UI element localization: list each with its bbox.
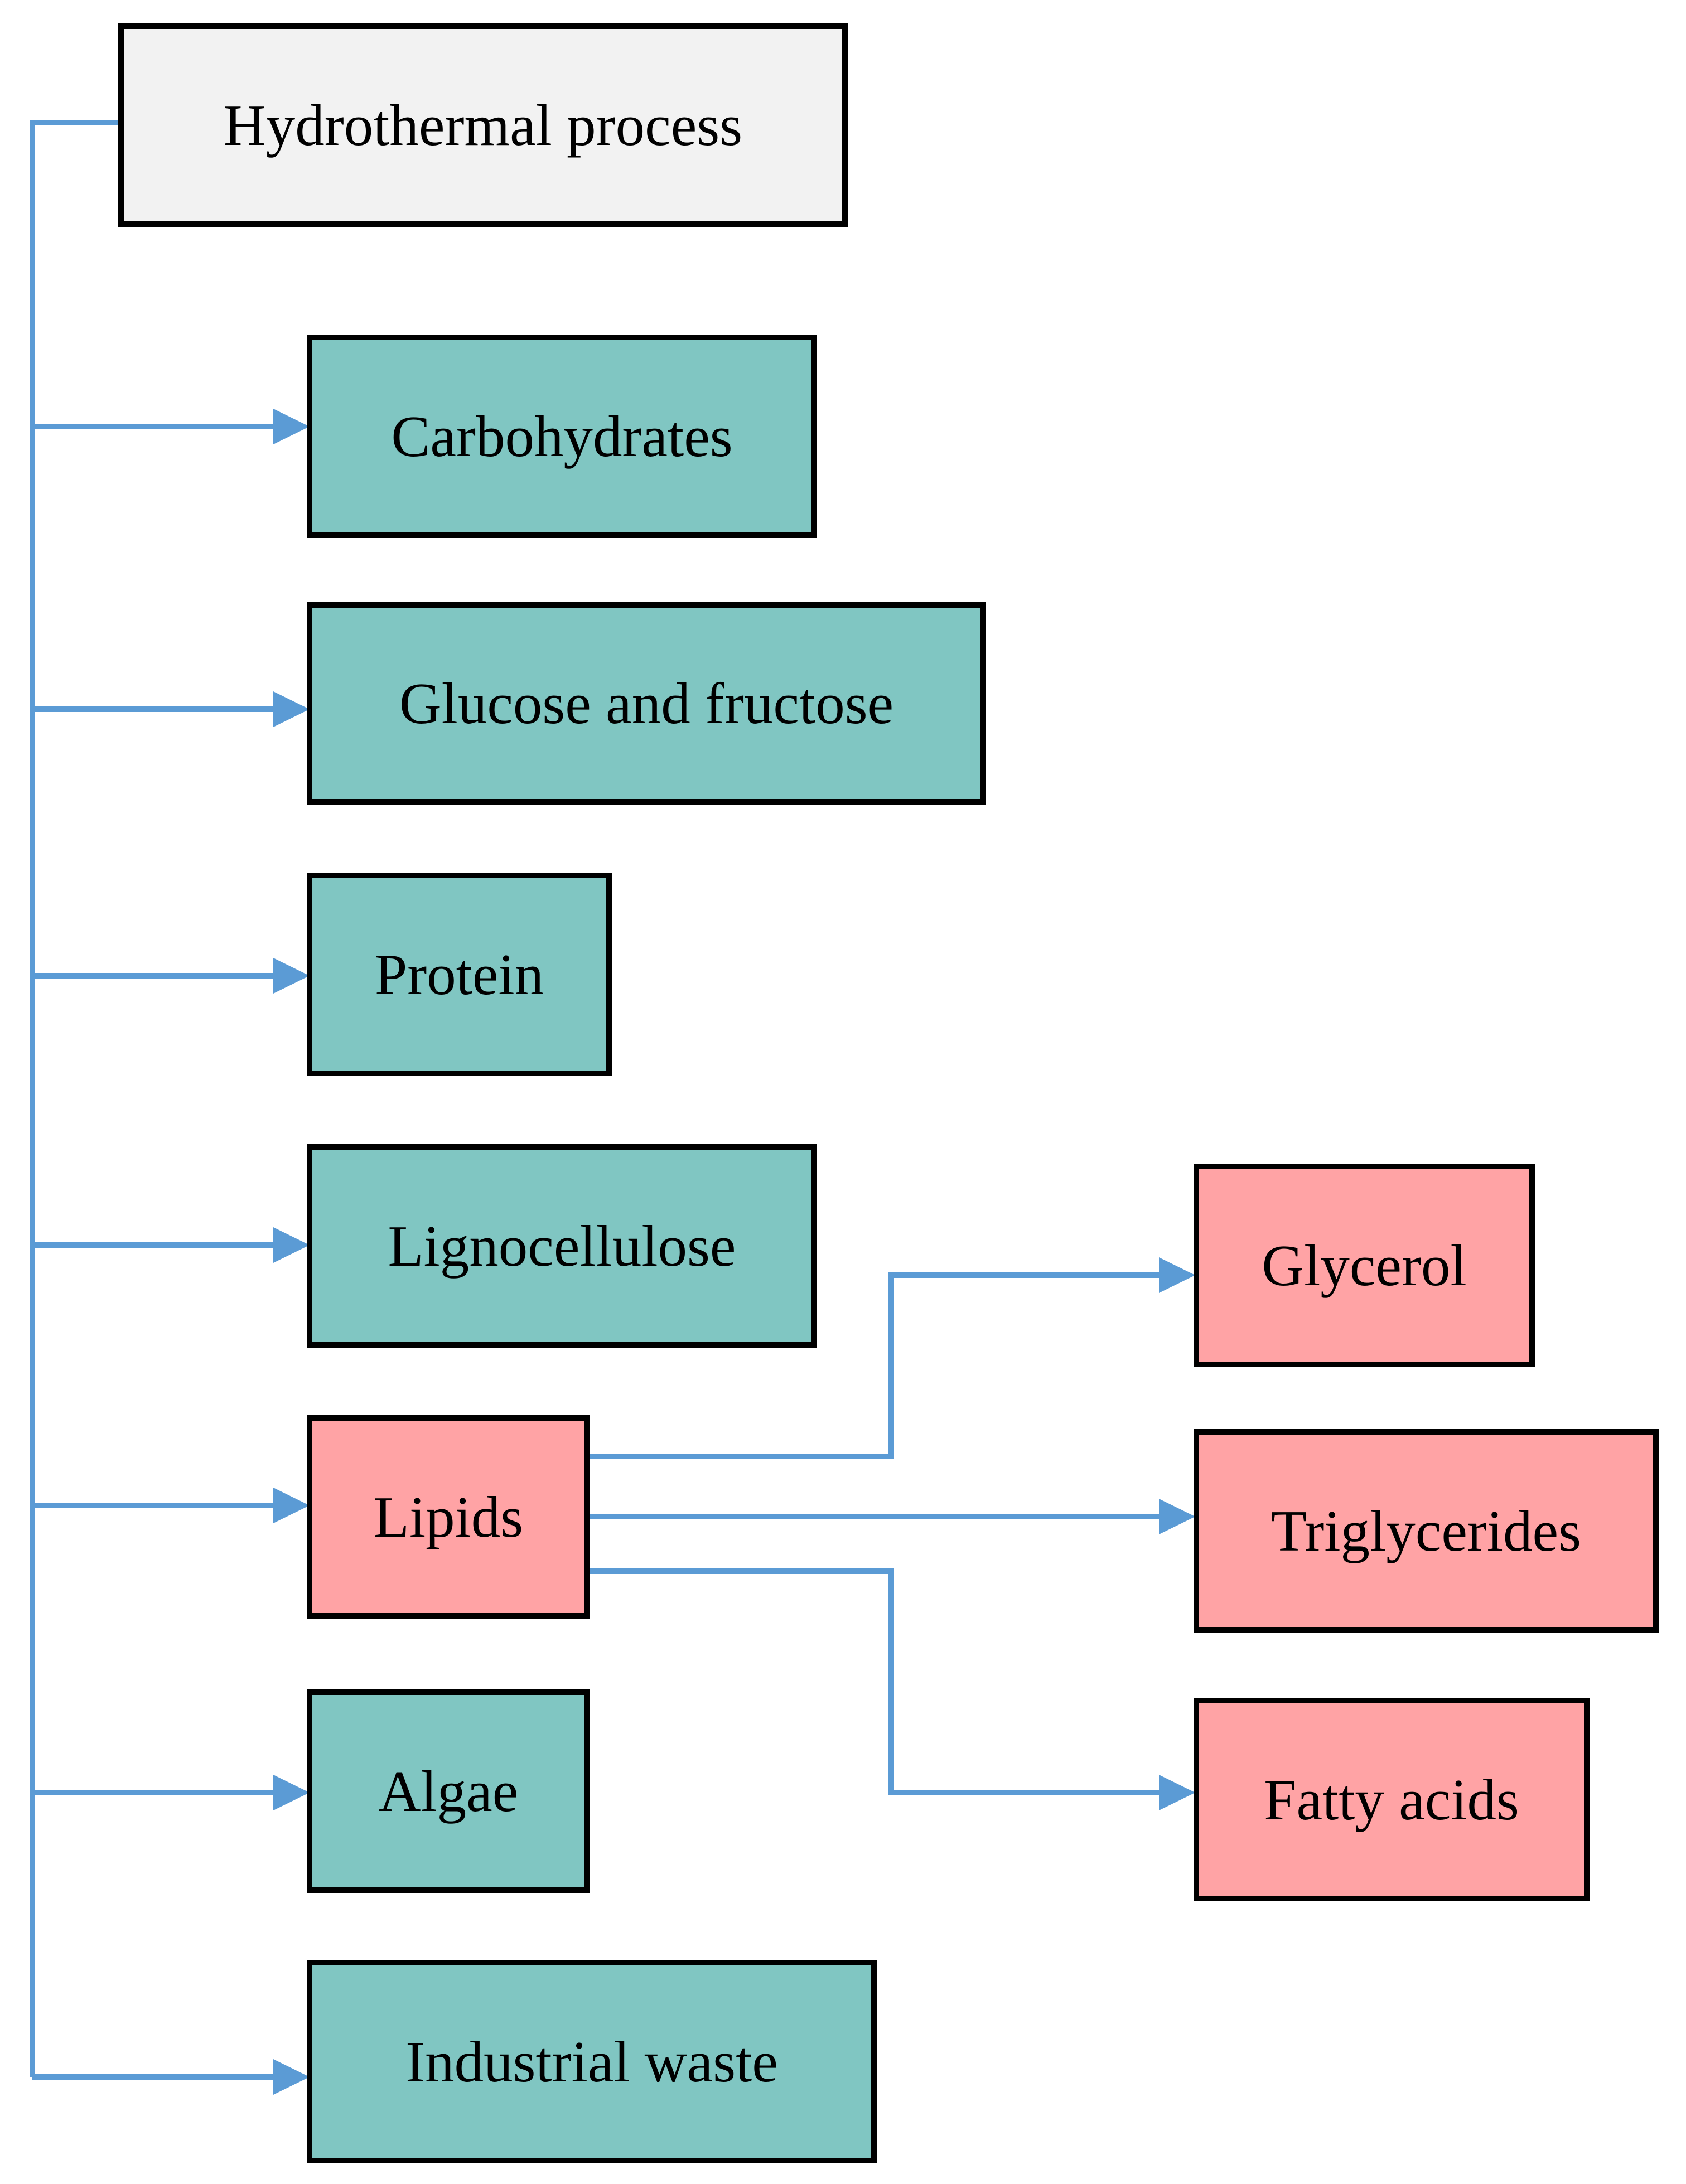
node-label: Lignocellulose bbox=[388, 1213, 736, 1279]
arrowhead-fatty-acids bbox=[1159, 1775, 1195, 1810]
node-label: Glucose and fructose bbox=[399, 671, 894, 736]
edge-lipids-to-glycerol bbox=[587, 1272, 1160, 1459]
node-label: Protein bbox=[374, 942, 544, 1007]
node-label: Carbohydrates bbox=[391, 404, 733, 469]
node-carbohydrates: Carbohydrates bbox=[307, 335, 817, 538]
node-industrial-waste: Industrial waste bbox=[307, 1960, 877, 2163]
node-label: Glycerol bbox=[1262, 1233, 1467, 1298]
arrowhead-protein bbox=[273, 958, 310, 994]
node-label: Hydrothermal process bbox=[223, 93, 743, 158]
arrowhead-industrial-waste bbox=[273, 2059, 310, 2095]
arrowhead-algae bbox=[273, 1775, 310, 1810]
arrowhead-glucose-fructose bbox=[273, 691, 310, 727]
node-label: Algae bbox=[378, 1759, 519, 1824]
arrowhead-carbohydrates bbox=[273, 409, 310, 444]
node-triglycerides: Triglycerides bbox=[1194, 1429, 1659, 1633]
node-label: Fatty acids bbox=[1264, 1767, 1519, 1832]
edge-lipids-to-fatty-acids bbox=[587, 1568, 1160, 1795]
arrowhead-glycerol bbox=[1159, 1257, 1195, 1293]
node-lignocellulose: Lignocellulose bbox=[307, 1144, 817, 1348]
node-glucose-and-fructose: Glucose and fructose bbox=[307, 602, 986, 805]
edge-root-to-trunk bbox=[30, 120, 120, 2077]
node-label: Triglycerides bbox=[1270, 1498, 1582, 1563]
arrowhead-triglycerides bbox=[1159, 1499, 1195, 1534]
node-glycerol: Glycerol bbox=[1194, 1164, 1535, 1367]
node-lipids: Lipids bbox=[307, 1415, 590, 1619]
node-hydrothermal-process: Hydrothermal process bbox=[118, 23, 848, 227]
arrowhead-lignocellulose bbox=[273, 1227, 310, 1263]
arrowhead-lipids bbox=[273, 1488, 310, 1523]
node-protein: Protein bbox=[307, 873, 612, 1076]
node-algae: Algae bbox=[307, 1689, 590, 1893]
node-label: Lipids bbox=[373, 1484, 524, 1549]
node-label: Industrial waste bbox=[405, 2029, 778, 2094]
node-fatty-acids: Fatty acids bbox=[1194, 1698, 1590, 1901]
